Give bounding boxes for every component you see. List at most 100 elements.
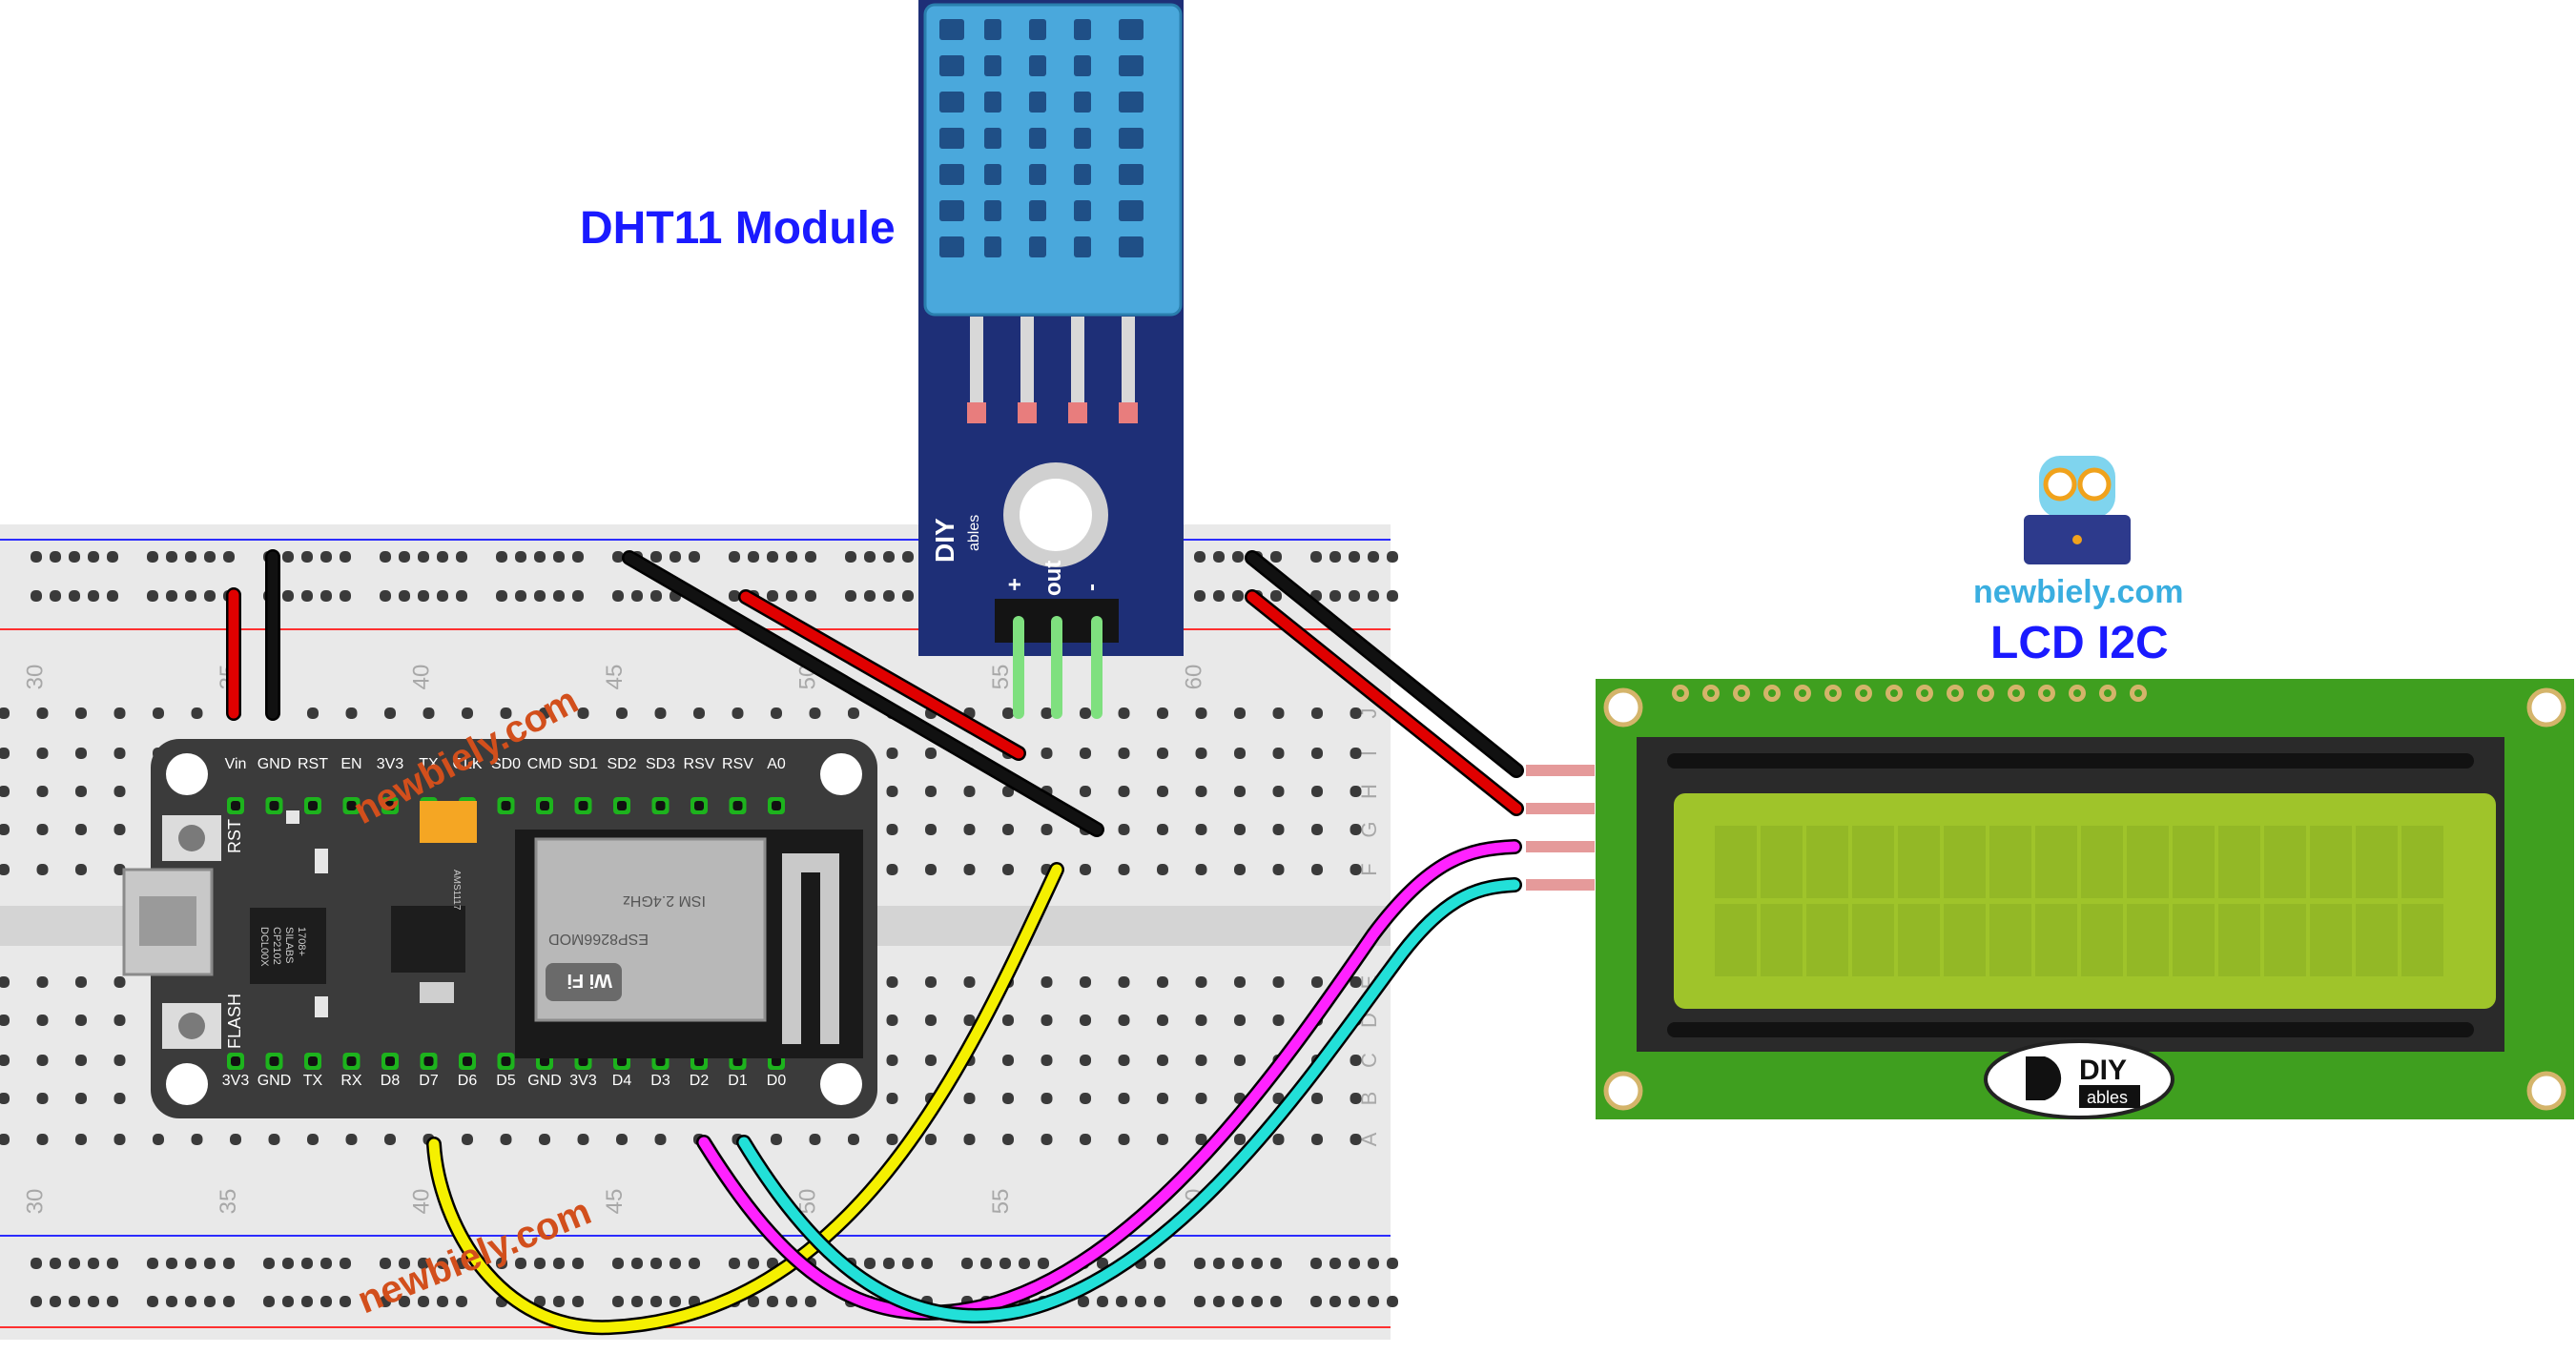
column-number: 45: [602, 1189, 628, 1215]
vent-slot: [1119, 200, 1144, 221]
rail-hole: [1038, 1258, 1049, 1269]
rail-hole: [786, 590, 797, 602]
rail-hole: [729, 1258, 740, 1269]
lcd-header-pins: [1672, 685, 2147, 702]
breadboard-hole: [771, 707, 782, 719]
lcd-cell: [1715, 826, 1757, 898]
vent-slot: [984, 164, 1001, 185]
breadboard-hole: [1002, 824, 1014, 835]
breadboard-hole: [886, 864, 898, 875]
rail-hole: [515, 551, 526, 563]
rail-hole: [1387, 1258, 1398, 1269]
breadboard-hole: [925, 1055, 937, 1066]
rail-hole: [399, 1258, 410, 1269]
vent-slot: [939, 236, 964, 257]
lcd-cell: [2310, 826, 2352, 898]
usb-chip-line-3: DCL00X: [258, 927, 270, 967]
breadboard-hole: [191, 707, 203, 719]
esp-top-pin-label: SD2: [607, 756, 636, 772]
breadboard-hole: [1195, 1015, 1207, 1026]
esp-top-pin-label: A0: [767, 756, 786, 772]
breadboard-hole: [153, 1134, 164, 1145]
esp-top-pin-label: CLK: [452, 756, 482, 772]
breadboard-hole: [1195, 1134, 1207, 1145]
rail-hole: [380, 1258, 391, 1269]
lcd-cell: [2264, 826, 2306, 898]
column-number: 55: [988, 665, 1014, 690]
rail-hole: [1349, 551, 1360, 563]
rail-hole: [631, 1258, 643, 1269]
rail-hole: [88, 590, 99, 602]
rail-hole: [204, 1296, 216, 1307]
breadboard-hole: [384, 1134, 396, 1145]
rail-hole: [69, 590, 80, 602]
rail-hole: [456, 1258, 467, 1269]
rail-hole: [572, 1258, 584, 1269]
breadboard-hole: [1002, 1055, 1014, 1066]
rail-hole: [1349, 590, 1360, 602]
vent-slot: [1029, 128, 1046, 149]
dht11-vent-grid: [939, 19, 1144, 257]
breadboard-hole: [809, 707, 821, 719]
rail-hole: [1368, 1296, 1379, 1307]
breadboard-hole: [1118, 786, 1130, 797]
vent-slot: [1119, 55, 1144, 76]
breadboard-hole: [75, 824, 87, 835]
breadboard-hole: [1080, 1134, 1091, 1145]
vent-slot: [939, 200, 964, 221]
rail-hole: [320, 551, 332, 563]
esp-top-pin-label: 3V3: [377, 756, 404, 772]
rail-hole: [1310, 1258, 1322, 1269]
rail-hole: [1310, 551, 1322, 563]
lcd-cell: [1989, 904, 2031, 976]
rail-hole: [418, 1296, 429, 1307]
esp-top-pin-label: TX: [419, 756, 439, 772]
rail-hole: [729, 551, 740, 563]
regulator-line-1: AMS1117: [451, 870, 462, 911]
lcd-cell: [1715, 904, 1757, 976]
esp-bottom-pin-label: D4: [612, 1073, 632, 1089]
vent-slot: [939, 92, 964, 113]
rail-hole: [864, 551, 876, 563]
breadboard-hole: [113, 976, 126, 988]
rail-hole: [301, 1296, 313, 1307]
lcd-logo-mark: [2026, 1056, 2062, 1100]
rail-hole: [166, 590, 177, 602]
breadboard-hole: [75, 1055, 87, 1066]
breadboard-hole: [113, 1093, 126, 1104]
usb-uart-chip: [250, 908, 326, 984]
breadboard-hole: [963, 1093, 976, 1104]
breadboard-hole: [963, 1015, 976, 1026]
breadboard-hole: [539, 1134, 550, 1145]
rail-hole: [631, 1296, 643, 1307]
vent-slot: [1074, 236, 1091, 257]
esp-bottom-pin-label: D8: [381, 1073, 401, 1089]
column-number: 40: [409, 665, 435, 690]
vent-slot: [939, 164, 964, 185]
rail-hole: [69, 551, 80, 563]
rail-hole: [282, 590, 294, 602]
rail-hole: [204, 1258, 216, 1269]
vent-slot: [939, 128, 964, 149]
dht11-leads: [967, 317, 1138, 423]
rail-hole: [88, 551, 99, 563]
breadboard-hole: [1118, 1093, 1130, 1104]
dht11-logo-top: DIY: [930, 518, 959, 563]
rail-hole: [1194, 551, 1206, 563]
lcd-cell: [2310, 904, 2352, 976]
rail-hole: [301, 1258, 313, 1269]
rail-hole: [572, 1296, 584, 1307]
rail-hole: [999, 1258, 1011, 1269]
rail-hole: [50, 1296, 61, 1307]
vent-slot: [1119, 92, 1144, 113]
esp-bottom-pin-label: RX: [340, 1073, 362, 1089]
module-text-1: ESP8266MOD: [548, 931, 649, 947]
breadboard-hole: [36, 1055, 49, 1066]
rail-hole: [263, 1296, 275, 1307]
rail-hole: [767, 551, 778, 563]
breadboard-hole: [1311, 748, 1323, 759]
breadboard-hole: [1080, 1093, 1091, 1104]
breadboard-hole: [1041, 1134, 1053, 1145]
breadboard-hole: [1118, 824, 1130, 835]
breadboard-hole: [1157, 1093, 1168, 1104]
